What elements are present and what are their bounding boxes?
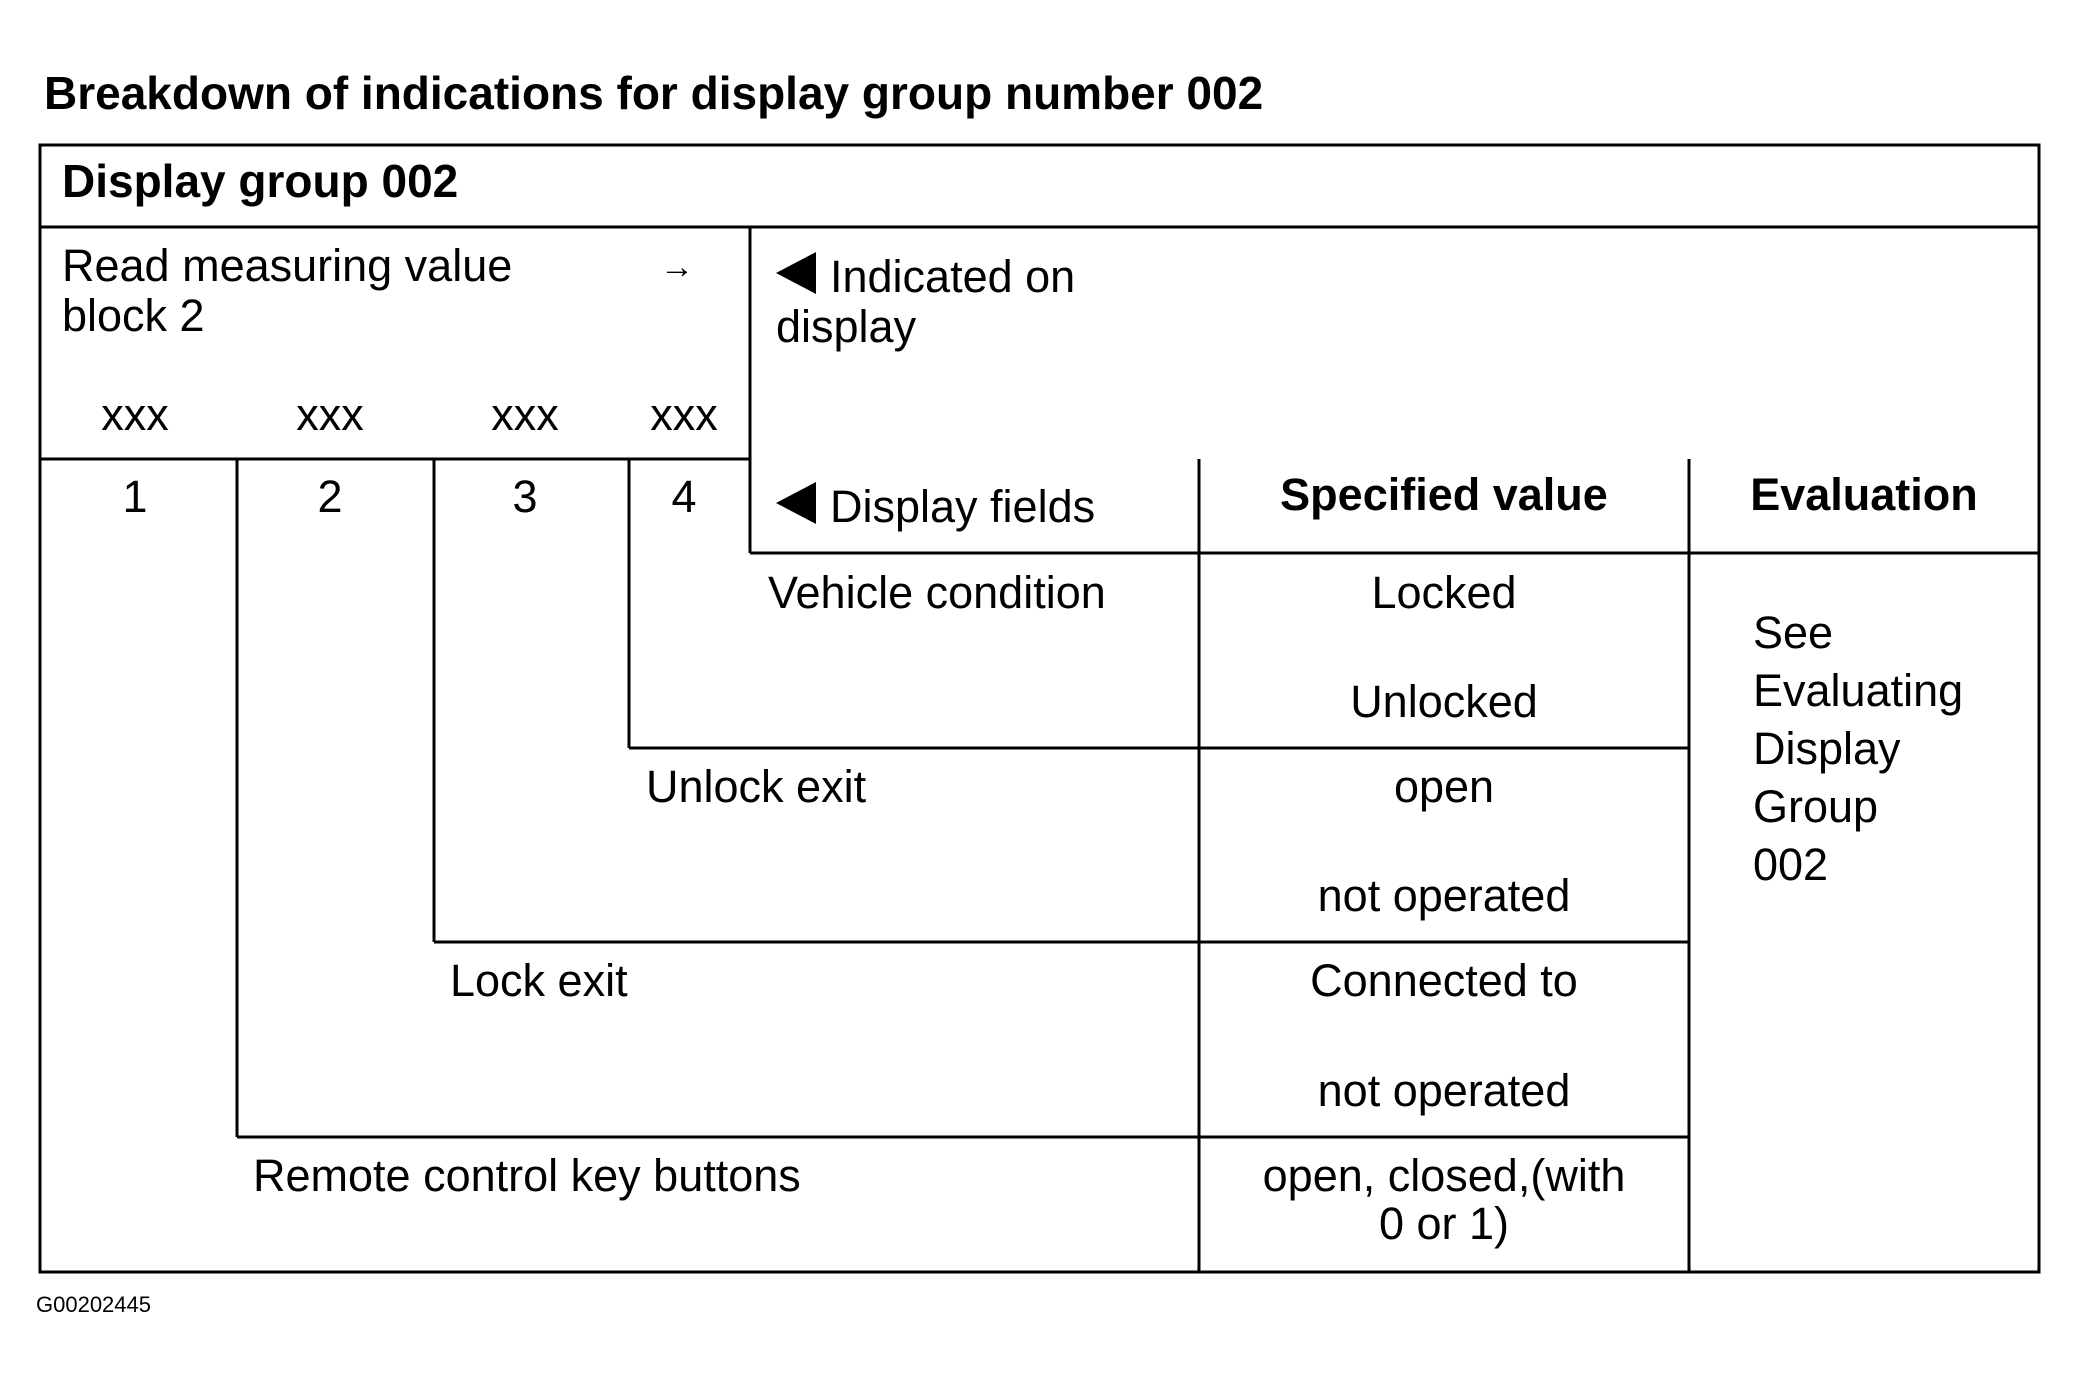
field-number-4: 4 (671, 471, 697, 522)
value-open: open (1393, 761, 1495, 812)
placeholder-3: xxx (491, 389, 559, 440)
value-connected-to: Connected to (1310, 955, 1578, 1006)
left-triangle-icon (776, 252, 816, 294)
left-triangle-icon (776, 482, 816, 524)
evaluation-text: See Evaluating Display Group 002 (1753, 607, 1964, 890)
placeholder-1: xxx (101, 389, 169, 440)
display-fields-header: Display fields (776, 482, 1095, 532)
field-label-remote-control-key-buttons: Remote control key buttons (253, 1150, 801, 1201)
field-number-1: 1 (122, 471, 148, 522)
page-title: Breakdown of indications for display gro… (44, 67, 1264, 119)
value-not-operated-2: not operated (1317, 1065, 1571, 1116)
specified-value-header: Specified value (1280, 469, 1608, 520)
field-number-3: 3 (512, 471, 538, 522)
value-not-operated-1: not operated (1317, 870, 1571, 921)
field-label-lock-exit: Lock exit (450, 955, 628, 1006)
value-unlocked: Unlocked (1350, 676, 1538, 727)
value-open-closed-line2: 0 or 1) (1378, 1198, 1510, 1249)
indicated-label: Indicated on display (776, 251, 1076, 352)
value-open-closed-line1: open, closed,(with (1262, 1150, 1626, 1201)
placeholder-4: xxx (650, 389, 718, 440)
display-group-title: Display group 002 (62, 155, 459, 207)
read-block-label: Read measuring value block 2 (62, 240, 513, 341)
right-arrow-icon: → (660, 248, 694, 286)
field-label-vehicle-condition: Vehicle condition (768, 567, 1106, 618)
value-locked: Locked (1371, 567, 1517, 618)
outer-border (38, 143, 2041, 1274)
figure-id: G00202445 (36, 1292, 151, 1317)
field-number-2: 2 (317, 471, 343, 522)
field-label-unlock-exit: Unlock exit (646, 761, 867, 812)
placeholder-2: xxx (296, 389, 364, 440)
evaluation-header: Evaluation (1750, 469, 1978, 520)
